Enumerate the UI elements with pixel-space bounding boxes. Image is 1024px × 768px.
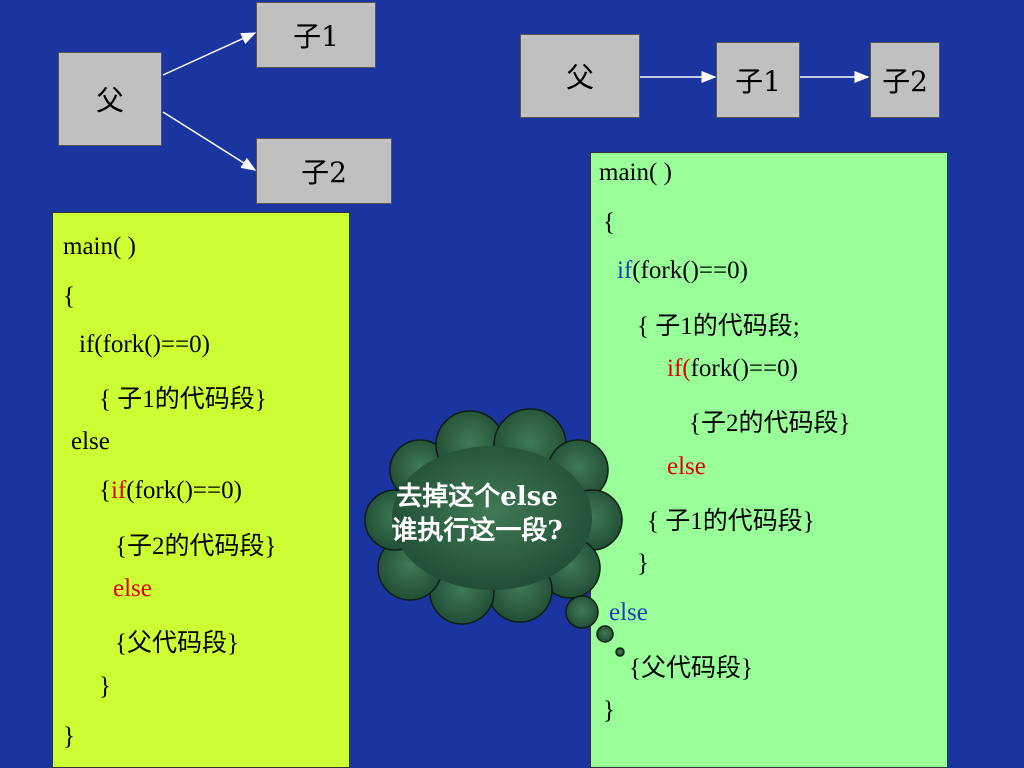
code-text: (fork()==0) bbox=[126, 477, 242, 504]
callout-text: 去掉这个else 谁执行这一段? bbox=[362, 480, 592, 548]
code-text: fork()==0) bbox=[690, 355, 798, 382]
code-line: } bbox=[603, 697, 615, 724]
code-line: if(fork()==0) bbox=[667, 355, 798, 383]
code-line: } bbox=[63, 723, 75, 750]
code-line: if(fork()==0) bbox=[617, 257, 748, 285]
code-line: main( ) bbox=[599, 159, 672, 186]
tree2-parent-label: 父 bbox=[565, 61, 594, 94]
tree2-parent-node: 父 bbox=[520, 34, 640, 118]
code-keyword: else bbox=[609, 599, 648, 626]
tree2-child1-node: 子1 bbox=[716, 42, 800, 118]
code-text: { bbox=[99, 477, 111, 504]
code-line: { bbox=[603, 209, 615, 236]
code-line: { 子1的代码段; bbox=[637, 313, 800, 340]
code-keyword: if bbox=[111, 477, 127, 504]
tree1-parent-label: 父 bbox=[95, 84, 124, 117]
arrow-parent-to-child2-left bbox=[162, 111, 257, 171]
code-line: {子2的代码段} bbox=[689, 410, 851, 437]
code-line: { 子1的代码段} bbox=[647, 508, 815, 535]
callout-line1: 去掉这个else bbox=[396, 482, 558, 512]
arrow-parent-to-child1-left bbox=[162, 32, 257, 76]
tree2-child1-label: 子1 bbox=[735, 65, 781, 98]
code-line: } bbox=[99, 673, 111, 700]
tree1-child1-label: 子1 bbox=[293, 20, 339, 53]
tree1-child2-node: 子2 bbox=[256, 138, 392, 204]
code-line: { bbox=[63, 283, 75, 310]
code-keyword: if( bbox=[667, 355, 691, 382]
code-line: {if(fork()==0) bbox=[99, 477, 242, 505]
code-line: {父代码段} bbox=[115, 630, 239, 657]
code-keyword: else bbox=[667, 453, 706, 480]
code-panel-right: main( ) { if(fork()==0) { 子1的代码段; if(for… bbox=[590, 152, 948, 768]
code-keyword: if bbox=[617, 257, 633, 284]
code-line: {子2的代码段} bbox=[115, 533, 277, 560]
code-line: if(fork()==0) bbox=[79, 331, 210, 358]
code-keyword: else bbox=[113, 575, 152, 602]
code-line: } bbox=[637, 550, 649, 577]
callout-line2: 谁执行这一段? bbox=[391, 516, 563, 546]
tree1-parent-node: 父 bbox=[58, 52, 162, 146]
code-line: else bbox=[71, 428, 110, 455]
code-line: {父代码段} bbox=[629, 655, 753, 682]
tree2-child2-label: 子2 bbox=[882, 65, 928, 98]
code-line: main( ) bbox=[63, 233, 136, 260]
code-panel-left: main( ) { if(fork()==0) { 子1的代码段} else {… bbox=[52, 212, 350, 768]
tree1-child1-node: 子1 bbox=[256, 2, 376, 68]
code-text: (fork()==0) bbox=[632, 257, 748, 284]
tree2-child2-node: 子2 bbox=[870, 42, 940, 118]
tree1-child2-label: 子2 bbox=[301, 156, 347, 189]
code-line: { 子1的代码段} bbox=[99, 386, 267, 413]
